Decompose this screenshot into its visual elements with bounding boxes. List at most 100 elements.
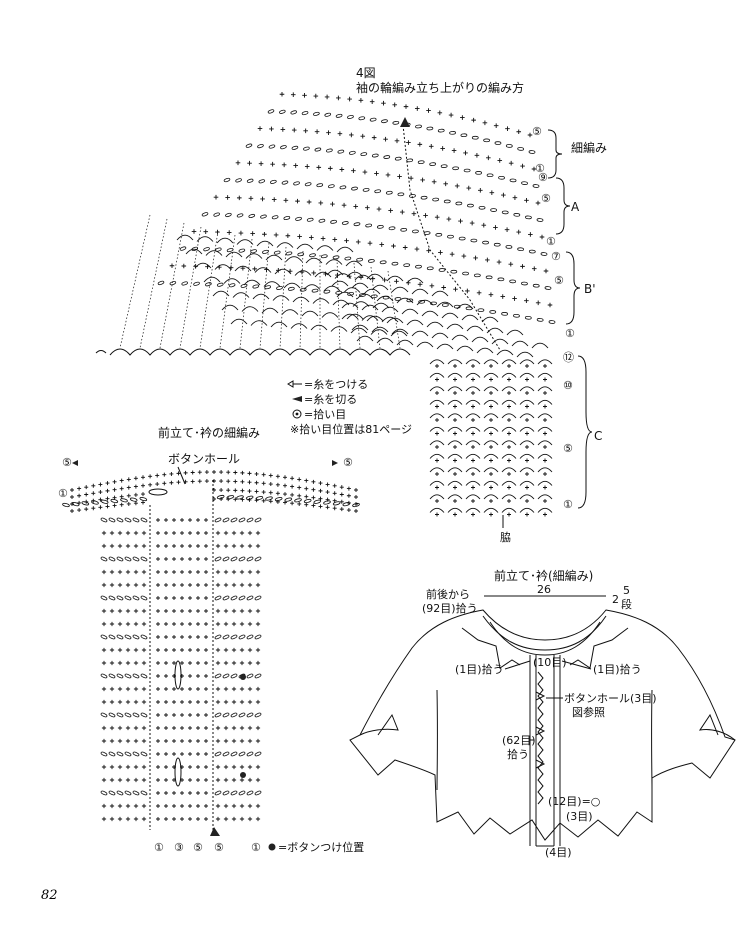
single-crochet-mark	[255, 582, 261, 588]
single-crochet-mark	[435, 485, 439, 490]
chain-mark	[450, 269, 458, 274]
single-crochet-mark	[117, 699, 123, 705]
chain-mark	[238, 790, 246, 796]
band-label-a: A	[571, 200, 580, 214]
left-cuff	[359, 713, 399, 736]
single-crochet-mark	[254, 489, 259, 494]
row-marker: ⑤	[214, 841, 224, 854]
mesh-arch	[501, 426, 517, 432]
single-crochet-mark	[283, 483, 287, 488]
chain-mark	[294, 498, 302, 503]
single-crochet-mark	[101, 608, 107, 614]
single-crochet-mark	[223, 803, 229, 809]
single-crochet-mark	[215, 530, 221, 536]
single-crochet-mark	[240, 479, 245, 484]
single-crochet-mark	[471, 431, 475, 436]
chain-mark	[452, 166, 460, 171]
mesh-arch	[366, 315, 384, 322]
mesh-arch	[447, 507, 463, 513]
mesh-arch	[283, 282, 301, 289]
schematic-title: 前立て･衿(細編み)	[494, 568, 593, 583]
chain-mark	[139, 497, 148, 502]
row-marker: ①	[565, 327, 575, 340]
single-crochet-mark	[126, 477, 131, 482]
guide-line	[353, 262, 361, 349]
single-crochet-mark	[283, 198, 289, 203]
single-crochet-mark	[133, 621, 139, 627]
single-crochet-mark	[196, 609, 200, 613]
mesh-arch	[466, 325, 484, 332]
single-crochet-mark	[260, 196, 265, 202]
mesh-arch	[447, 467, 463, 473]
single-crochet-mark	[101, 621, 107, 627]
chain-mark	[246, 517, 254, 523]
mesh-arch	[501, 399, 517, 405]
single-crochet-mark	[488, 292, 494, 297]
single-crochet-mark	[196, 765, 200, 769]
chain-mark	[254, 673, 262, 679]
legend-pickup: =拾い目	[304, 407, 346, 421]
single-crochet-mark	[141, 686, 147, 692]
chain-mark	[245, 495, 254, 500]
single-crochet-mark	[109, 621, 115, 627]
mesh-arch	[361, 315, 379, 321]
mesh-arch	[354, 274, 372, 281]
single-crochet-mark	[543, 472, 547, 476]
single-crochet-mark	[354, 488, 358, 492]
single-crochet-mark	[156, 544, 160, 548]
guide-line	[259, 242, 270, 349]
single-crochet-mark	[188, 726, 192, 730]
single-crochet-mark	[337, 131, 343, 137]
legend: =糸をつける =糸を切る =拾い目 ※拾い目位置は81ページ	[287, 378, 412, 436]
single-crochet-mark	[507, 445, 511, 449]
single-crochet-mark	[215, 621, 221, 627]
chain-mark	[360, 152, 368, 157]
single-crochet-mark	[247, 686, 253, 692]
single-crochet-mark	[98, 490, 103, 495]
single-crochet-mark	[109, 777, 115, 783]
single-crochet-mark	[133, 764, 139, 770]
mesh-arch	[285, 256, 303, 262]
chain-mark	[303, 146, 310, 151]
chain-mark	[280, 145, 287, 150]
single-crochet-mark	[448, 112, 454, 118]
single-crochet-mark	[112, 479, 117, 484]
chain-mark	[477, 308, 485, 312]
mesh-arch	[491, 338, 509, 345]
mesh-arch	[519, 399, 535, 405]
mesh-arch	[465, 426, 481, 432]
single-crochet-mark	[164, 622, 168, 626]
single-crochet-mark	[453, 458, 457, 463]
single-crochet-mark	[231, 725, 237, 731]
single-crochet-mark	[109, 816, 115, 822]
chain-mark	[369, 117, 377, 122]
mesh-arch	[301, 310, 319, 317]
single-crochet-mark	[148, 474, 153, 479]
single-crochet-mark	[212, 470, 216, 474]
single-crochet-mark	[346, 493, 351, 498]
single-crochet-mark	[295, 198, 300, 204]
chain-mark	[311, 288, 319, 293]
single-crochet-mark	[226, 230, 232, 235]
single-crochet-mark	[188, 765, 192, 769]
single-crochet-mark	[188, 713, 192, 717]
single-crochet-mark	[172, 622, 176, 626]
single-crochet-mark	[125, 582, 131, 588]
chain-mark	[250, 249, 257, 254]
single-crochet-mark	[180, 518, 184, 522]
mesh-arch	[345, 260, 363, 267]
mesh-arch	[447, 372, 463, 378]
rows-unit: 段	[621, 597, 632, 611]
chain-mark	[467, 203, 474, 208]
single-crochet-mark	[344, 238, 349, 244]
mesh-arch	[296, 243, 314, 250]
mesh-arch	[221, 304, 239, 311]
single-crochet-mark	[391, 243, 396, 249]
single-crochet-mark	[525, 458, 529, 463]
chain-mark	[524, 315, 532, 320]
single-crochet-mark	[497, 158, 503, 163]
chain-mark	[521, 181, 528, 185]
mesh-arch	[429, 359, 445, 365]
single-crochet-mark	[525, 472, 529, 476]
single-crochet-mark	[428, 144, 434, 149]
